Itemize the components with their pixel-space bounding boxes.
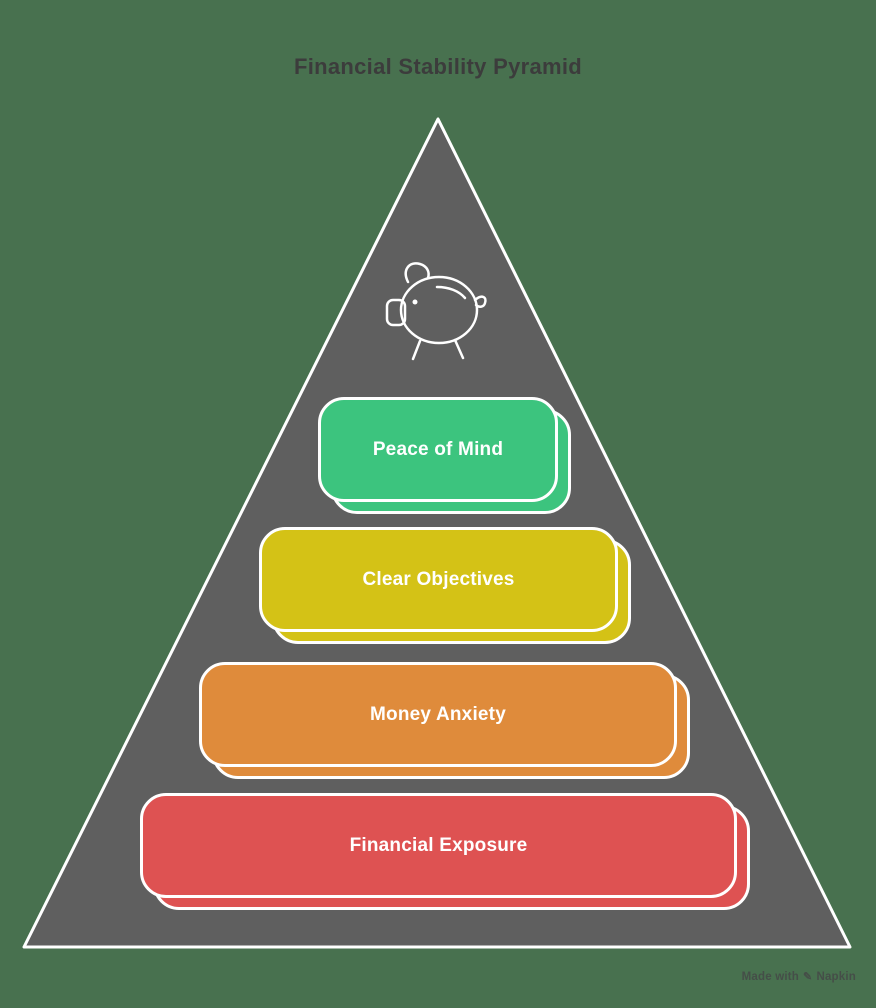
level-face: Financial Exposure: [140, 793, 737, 898]
piggy-eye: [412, 299, 418, 305]
piggy-leg-left: [411, 339, 422, 361]
level-label: Financial Exposure: [349, 834, 528, 856]
napkin-logo-icon: ✎: [803, 970, 813, 983]
piggy-ear: [404, 262, 430, 284]
level-label: Clear Objectives: [362, 568, 515, 590]
pyramid-level-clear-objectives: Clear Objectives: [259, 527, 631, 644]
piggy-leg-right: [453, 338, 465, 360]
diagram-title: Financial Stability Pyramid: [293, 54, 583, 79]
pyramid-level-peace-of-mind: Peace of Mind: [318, 397, 571, 514]
watermark-brand: Napkin: [816, 971, 856, 983]
pyramid-level-money-anxiety: Money Anxiety: [199, 662, 690, 779]
level-face: Money Anxiety: [199, 662, 677, 767]
piggy-body: [399, 275, 479, 345]
piggy-bank-icon: [385, 262, 487, 361]
pyramid-level-financial-exposure: Financial Exposure: [140, 793, 750, 910]
level-label: Peace of Mind: [372, 438, 504, 460]
level-face: Clear Objectives: [259, 527, 618, 632]
watermark-prefix: Made with: [741, 971, 800, 983]
piggy-back-curve: [435, 285, 467, 300]
watermark: Made with ✎ Napkin: [742, 971, 856, 983]
level-label: Money Anxiety: [370, 703, 506, 725]
piggy-snout: [385, 298, 407, 327]
piggy-tail: [473, 295, 487, 308]
level-face: Peace of Mind: [318, 397, 558, 502]
